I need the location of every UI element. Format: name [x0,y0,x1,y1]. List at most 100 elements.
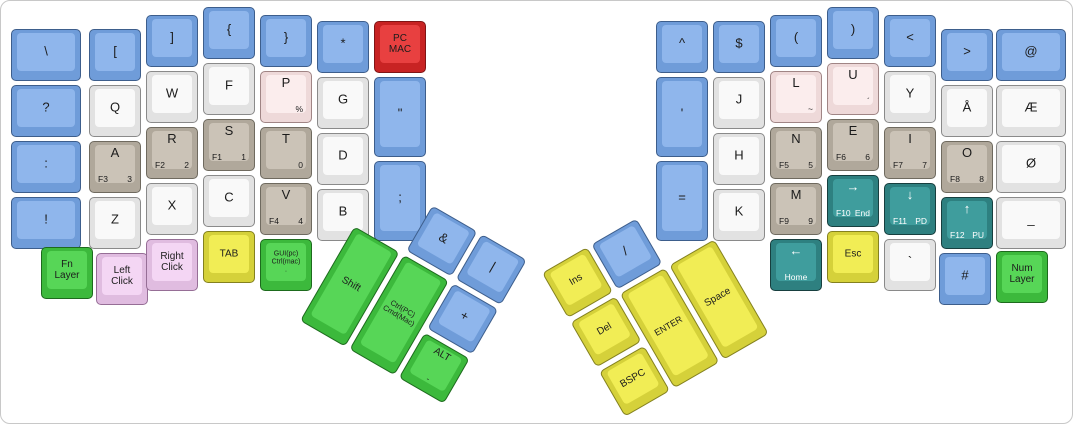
key-rparen[interactable]: ) [827,7,879,59]
key-bspc-cap: BSPC [606,352,660,406]
key-x[interactable]: X [146,183,198,235]
key-rbrace[interactable]: } [260,15,312,67]
key-at[interactable]: @ [996,29,1066,81]
key-z[interactable]: Z [89,197,141,249]
key-colon[interactable]: : [11,141,81,193]
key-aring[interactable]: Å [941,85,993,137]
key-c[interactable]: C [203,175,255,227]
key-caret[interactable]: ^ [656,21,708,73]
key-w[interactable]: W [146,71,198,123]
key-x-cap: X [152,187,192,225]
key-esc[interactable]: Esc [827,231,879,283]
key-equals[interactable]: = [656,161,708,241]
key-h[interactable]: H [713,133,765,185]
key-l[interactable]: L~ [770,71,822,123]
key-shift-label: Shift [339,274,363,294]
key-u[interactable]: U´ [827,63,879,115]
key-exclaim[interactable]: ! [11,197,81,249]
key-u-sublabels: ´ [867,95,870,106]
key-tab-cap: TAB [209,235,249,273]
key-y[interactable]: Y [884,71,936,123]
key-at-label: @ [1024,43,1038,59]
key-semicolon-cap: ; [380,165,420,231]
key-underscore[interactable]: _ [996,197,1066,249]
key-lparen[interactable]: ( [770,15,822,67]
key-i-label: I [908,131,912,146]
key-rbrace-cap: } [266,19,306,57]
key-tab[interactable]: TAB [203,231,255,283]
key-ae[interactable]: Æ [996,85,1066,137]
key-b-label: B [338,203,348,219]
key-space-label: Space [702,285,733,309]
key-asterisk[interactable]: * [317,21,369,73]
key-p[interactable]: P% [260,71,312,123]
key-rbracket[interactable]: ] [146,15,198,67]
key-oslash[interactable]: Ø [996,141,1066,193]
key-backslash[interactable]: \ [11,29,81,81]
key-bspc-label: BSPC [618,366,648,391]
key-d-label: D [338,147,348,163]
key-t-label: T [282,131,290,146]
key-rbracket-label: ] [170,29,174,45]
key-backtick[interactable]: ` [884,239,936,291]
key-gt-label: > [963,43,971,59]
key-d[interactable]: D [317,133,369,185]
key-g[interactable]: G [317,77,369,129]
key-semicolon[interactable]: ; [374,161,426,241]
key-q[interactable]: Q [89,85,141,137]
key-h-cap: H [719,137,759,175]
key-gui-ctrl[interactable]: GUI(pc)Ctrl(mac). [260,239,312,291]
key-alt-sublabel: - [424,373,433,384]
key-y-label: Y [905,85,915,101]
key-dquote-label: " [397,105,403,121]
key-f[interactable]: F [203,63,255,115]
key-rparen-label: ) [850,21,856,37]
key-b[interactable]: B [317,189,369,241]
key-gt[interactable]: > [941,29,993,81]
key-h-label: H [734,147,744,163]
key-question[interactable]: ? [11,85,81,137]
key-lt[interactable]: < [884,15,936,67]
key-hash[interactable]: # [939,253,991,305]
key-backslash-label: \ [44,43,48,59]
key-c-label: C [224,189,234,205]
key-del-cap: Del [577,302,632,356]
key-lbracket[interactable]: [ [89,29,141,81]
key-backtick-label: ` [907,253,913,269]
key-quote[interactable]: ' [656,77,708,157]
key-dquote[interactable]: " [374,77,426,157]
key-z-label: Z [111,211,119,227]
key-j[interactable]: J [713,77,765,129]
key-lbrace[interactable]: { [203,7,255,59]
key-q-cap: Q [95,89,135,127]
key-dollar[interactable]: $ [713,21,765,73]
key-k[interactable]: K [713,189,765,241]
key-g-cap: G [323,81,363,119]
key-ae-cap: Æ [1002,89,1060,127]
key-home[interactable]: ←Home [770,239,822,291]
